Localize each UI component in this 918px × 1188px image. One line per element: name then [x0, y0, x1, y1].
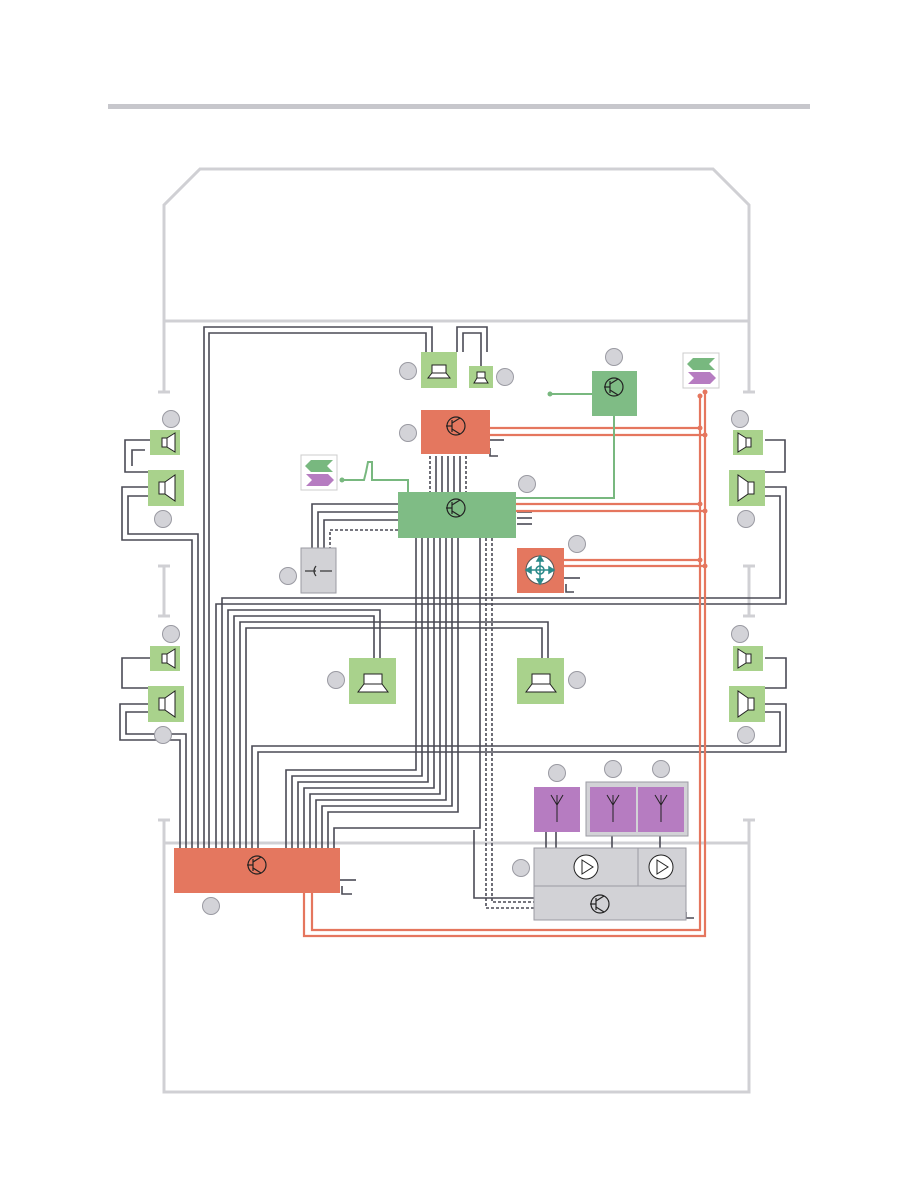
callout-19 — [604, 760, 622, 778]
can-bus-connectors — [697, 389, 708, 569]
green-link-wiring — [342, 393, 615, 499]
front-control-module — [398, 492, 516, 538]
callout-14 — [731, 625, 749, 643]
tweeter-icon — [161, 648, 176, 669]
transistor-icon — [590, 894, 610, 914]
callout-1 — [399, 362, 417, 380]
antenna-icon — [550, 794, 564, 822]
tweeter-top — [469, 366, 493, 388]
callout-3 — [605, 348, 623, 366]
speaker-mid-right — [517, 658, 564, 704]
speaker-icon — [737, 474, 755, 502]
amplifier-icon — [648, 854, 674, 880]
tweeter-front-left — [150, 430, 180, 455]
callout-5 — [518, 475, 536, 493]
antenna-module-right — [638, 787, 684, 832]
callout-11 — [737, 510, 755, 528]
antenna-icon — [654, 794, 668, 822]
transistor-icon — [446, 416, 466, 436]
callouts — [154, 348, 755, 915]
switch-icon — [305, 565, 332, 577]
amplifier-icon — [573, 854, 599, 880]
speaker-icon — [158, 690, 176, 718]
speaker-front-left — [148, 470, 184, 506]
tweeter-rear-right — [733, 646, 763, 671]
joystick-icon — [524, 554, 556, 586]
speaker-group — [148, 352, 765, 722]
transistor-icon — [446, 498, 466, 518]
callout-21 — [512, 859, 530, 877]
speaker-icon — [525, 673, 557, 693]
callout-15 — [737, 726, 755, 744]
speaker-rear-left — [148, 686, 184, 722]
tweeter-front-right — [733, 430, 763, 455]
transistor-icon — [247, 855, 267, 875]
top-control-module — [421, 410, 490, 454]
speaker-icon — [357, 673, 389, 693]
antenna-module-centre — [590, 787, 636, 832]
antenna-module-left — [534, 787, 580, 832]
antenna-icon — [606, 794, 620, 822]
switch-module — [300, 547, 337, 594]
callout-7 — [279, 567, 297, 585]
speaker-front-right — [729, 470, 765, 506]
callout-8 — [162, 410, 180, 428]
tweeter-rear-left — [150, 646, 180, 671]
head-unit — [174, 848, 340, 893]
speaker-icon — [426, 364, 452, 379]
callout-12 — [162, 625, 180, 643]
green-control-module-top — [592, 371, 637, 416]
speaker-mid-left — [349, 658, 396, 704]
tweeter-icon — [161, 432, 176, 453]
centre-speaker-top — [421, 352, 457, 388]
can-bus-wiring — [302, 392, 707, 938]
bus-arrow-icon — [300, 454, 338, 491]
joystick-controller — [517, 548, 564, 593]
callout-2 — [496, 368, 514, 386]
callout-13 — [154, 726, 172, 744]
callout-18 — [548, 764, 566, 782]
audio-wiring — [119, 326, 787, 919]
callout-20 — [652, 760, 670, 778]
speaker-rear-right — [729, 686, 765, 722]
amplifier-unit — [533, 847, 687, 921]
page-header-rule — [108, 104, 810, 109]
tweeter-icon — [737, 432, 752, 453]
callout-10 — [731, 410, 749, 428]
green-link-end — [339, 477, 345, 483]
green-link-end — [547, 391, 553, 397]
speaker-icon — [737, 690, 755, 718]
callout-22 — [202, 897, 220, 915]
speaker-icon — [158, 474, 176, 502]
callout-6 — [568, 535, 586, 553]
callout-16 — [327, 671, 345, 689]
tweeter-icon — [473, 371, 489, 384]
bus-arrow-icon — [682, 352, 720, 389]
callout-4 — [399, 424, 417, 442]
callout-17 — [568, 671, 586, 689]
vehicle-outline — [158, 167, 755, 1094]
transistor-icon — [604, 377, 624, 397]
tweeter-icon — [737, 648, 752, 669]
callout-9 — [154, 510, 172, 528]
